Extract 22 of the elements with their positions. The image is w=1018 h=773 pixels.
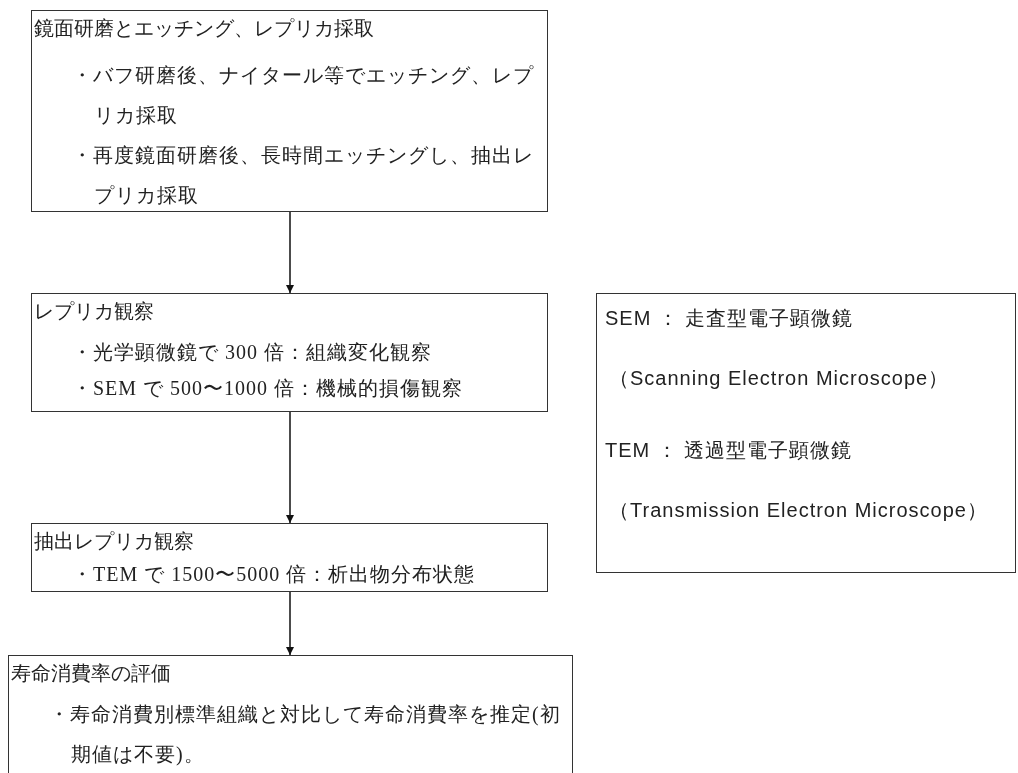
- bullet-text: ・バフ研磨後、ナイタール等でエッチング、レプリカ採取: [72, 63, 535, 128]
- bullet-text: ・TEM で 1500〜5000 倍：析出物分布状態: [72, 562, 477, 587]
- process-box: [31, 10, 548, 212]
- definition-text: （Scanning Electron Microscope）: [609, 366, 951, 391]
- definition-text: SEM ： 走査型電子顕微鏡: [605, 306, 855, 331]
- bullet-text: ・SEM で 500〜1000 倍：機械的損傷観察: [72, 376, 465, 401]
- arrow: [286, 211, 294, 294]
- note-box: [596, 293, 1016, 573]
- definition-text: TEM ： 透過型電子顕微鏡: [605, 438, 854, 463]
- step-heading: 鏡面研磨とエッチング、レプリカ採取: [34, 16, 374, 41]
- arrow: [286, 411, 294, 524]
- arrow: [286, 591, 294, 656]
- step-heading: 抽出レプリカ観察: [34, 529, 194, 554]
- step-heading: レプリカ観察: [34, 299, 154, 324]
- step-heading: 寿命消費率の評価: [11, 661, 171, 686]
- definition-text: （Transmission Electron Microscope）: [609, 498, 989, 523]
- bullet-text: ・再度鏡面研磨後、長時間エッチングし、抽出レプリカ採取: [72, 143, 535, 208]
- process-box: [31, 293, 548, 412]
- bullet-text: ・寿命消費別標準組織と対比して寿命消費率を推定(初期値は不要)。: [49, 702, 562, 767]
- process-box: [8, 655, 573, 773]
- bullet-text: ・光学顕微鏡で 300 倍：組織変化観察: [72, 340, 433, 365]
- process-box: [31, 523, 548, 592]
